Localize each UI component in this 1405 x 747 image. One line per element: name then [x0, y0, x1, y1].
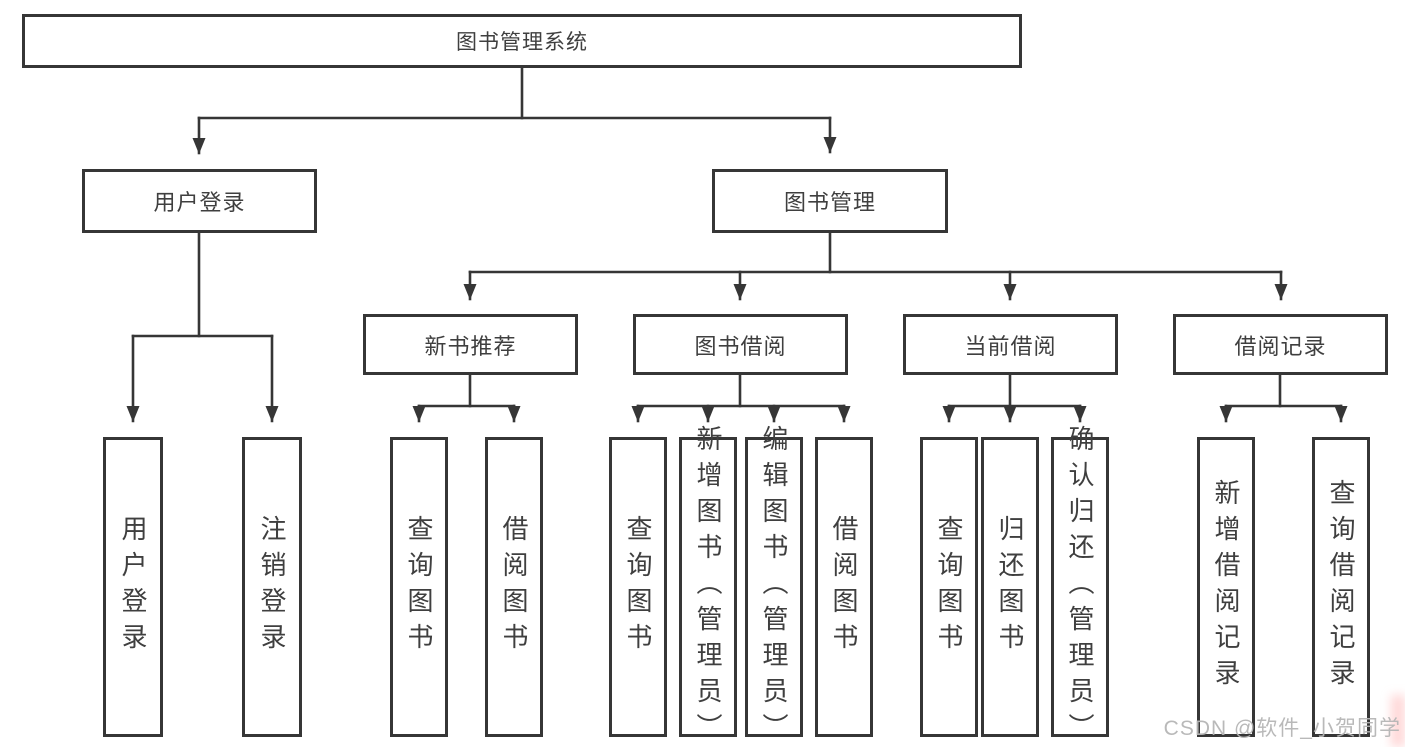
node-borrow-records: 借阅记录: [1173, 314, 1388, 375]
node-book-borrowing-label: 图书借阅: [694, 333, 787, 359]
leaf-add-borrow-record: 新增借阅记录: [1197, 437, 1255, 737]
pink-edge-artifact: [1391, 695, 1405, 747]
leaf-query-books-recommend: 查询图书: [390, 437, 448, 737]
leaf-borrow-books: 借阅图书: [815, 437, 873, 737]
leaf-query-books-current: 查询图书: [920, 437, 978, 737]
leaf-query-books-current-label: 查询图书: [934, 515, 964, 659]
leaf-query-borrow-record-label: 查询借阅记录: [1326, 479, 1356, 695]
leaf-query-books-borrowing-label: 查询图书: [623, 515, 653, 659]
leaf-add-books-admin-label: 新增图书（管理员）: [693, 425, 723, 747]
leaf-return-books-label: 归还图书: [995, 515, 1025, 659]
node-current-borrowing-label: 当前借阅: [964, 333, 1057, 359]
node-new-book-recommend-label: 新书推荐: [424, 333, 517, 359]
leaf-edit-books-admin-label: 编辑图书（管理员）: [759, 425, 789, 747]
node-book-borrowing: 图书借阅: [633, 314, 848, 375]
leaf-borrow-books-recommend: 借阅图书: [485, 437, 543, 737]
leaf-query-books-borrowing: 查询图书: [609, 437, 667, 737]
leaf-query-borrow-record: 查询借阅记录: [1312, 437, 1370, 737]
node-root-label: 图书管理系统: [456, 31, 588, 54]
leaf-add-books-admin: 新增图书（管理员）: [679, 425, 737, 747]
node-borrow-records-label: 借阅记录: [1234, 333, 1327, 359]
watermark: CSDN @软件_小贺同学: [1163, 717, 1401, 740]
node-root: 图书管理系统: [22, 14, 1022, 68]
leaf-logout: 注销登录: [242, 437, 302, 737]
leaf-query-books-recommend-label: 查询图书: [404, 515, 434, 659]
leaf-user-login-label: 用户登录: [118, 515, 148, 659]
node-current-borrowing: 当前借阅: [903, 314, 1118, 375]
node-new-book-recommend: 新书推荐: [363, 314, 578, 375]
node-book-management: 图书管理: [712, 169, 948, 233]
node-user-login: 用户登录: [82, 169, 317, 233]
leaf-user-login: 用户登录: [103, 437, 163, 737]
leaf-borrow-books-label: 借阅图书: [829, 515, 859, 659]
node-user-login-label: 用户登录: [153, 190, 246, 215]
leaf-confirm-return-admin-label: 确认归还（管理员）: [1065, 425, 1095, 747]
leaf-confirm-return-admin: 确认归还（管理员）: [1051, 425, 1109, 747]
leaf-borrow-books-recommend-label: 借阅图书: [499, 515, 529, 659]
leaf-logout-label: 注销登录: [257, 515, 287, 659]
leaf-return-books: 归还图书: [981, 437, 1039, 737]
node-book-management-label: 图书管理: [783, 190, 876, 215]
leaf-add-borrow-record-label: 新增借阅记录: [1211, 479, 1241, 695]
leaf-edit-books-admin: 编辑图书（管理员）: [745, 425, 803, 747]
